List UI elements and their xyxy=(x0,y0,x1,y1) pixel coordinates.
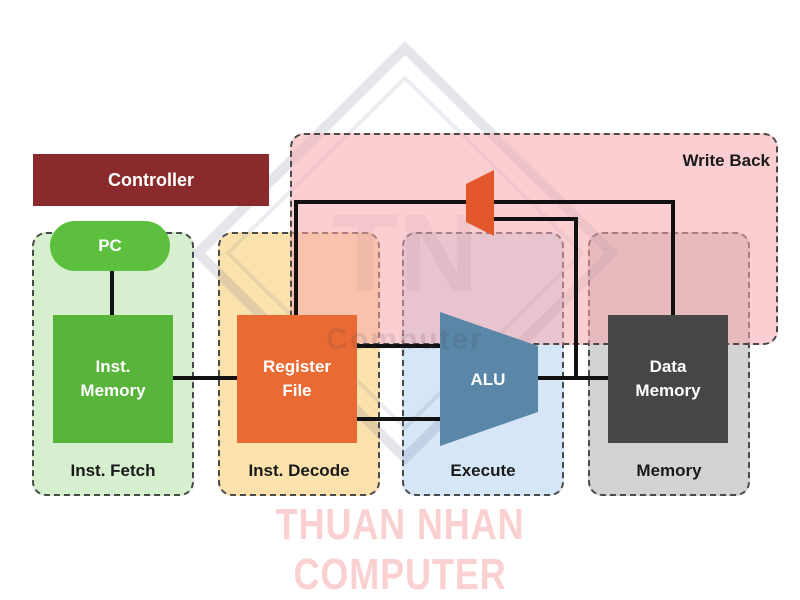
inst-memory-block: Inst. Memory xyxy=(53,315,173,443)
stage-label-inst-decode: Inst. Decode xyxy=(248,461,350,480)
register-file-label-line2: File xyxy=(282,381,312,400)
watermark-sub-text: Computer xyxy=(326,323,484,356)
alu-label: ALU xyxy=(470,370,506,389)
writeback-mux xyxy=(466,170,494,236)
register-file-label-line1: Register xyxy=(262,357,332,376)
inst-memory-label-line2: Memory xyxy=(80,381,146,400)
stage-label-execute: Execute xyxy=(450,461,516,480)
alu-shape xyxy=(440,312,538,446)
stage-label-memory: Memory xyxy=(636,461,702,480)
wire-mux-to-register-file xyxy=(294,200,468,317)
stage-label-write-back: Write Back xyxy=(682,151,770,170)
watermark-text: THUAN NHAN COMPUTER xyxy=(275,500,525,599)
stage-label-inst-fetch: Inst. Fetch xyxy=(70,461,156,480)
data-memory-label-line2: Memory xyxy=(635,381,701,400)
data-memory-block: Data Memory xyxy=(608,315,728,443)
wire-data-memory-to-mux xyxy=(492,200,675,317)
data-memory-label-line1: Data xyxy=(649,357,687,376)
wire-alu-to-mux xyxy=(492,217,578,380)
stage-write-back xyxy=(290,133,778,345)
inst-memory-label-line1: Inst. xyxy=(95,357,131,376)
register-file-block: Register File xyxy=(237,315,357,443)
controller-block: Controller xyxy=(33,154,269,206)
pc-block: PC xyxy=(50,221,170,271)
